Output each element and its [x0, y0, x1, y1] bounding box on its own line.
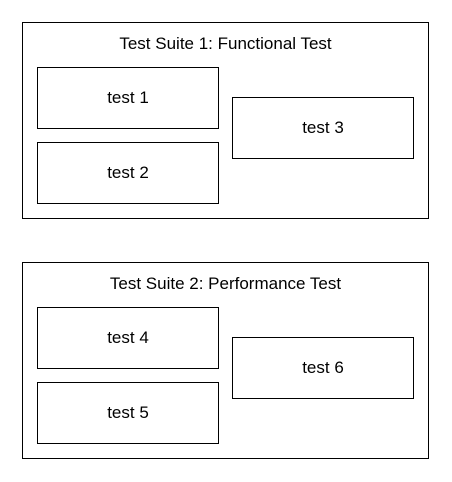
suite-title: Test Suite 1: Functional Test	[119, 34, 332, 53]
test-box-4: test 4	[37, 307, 219, 369]
test-box-2: test 2	[37, 142, 219, 204]
test-box-3: test 3	[232, 97, 414, 159]
test-box-5: test 5	[37, 382, 219, 444]
suite-title: Test Suite 2: Performance Test	[109, 274, 342, 293]
test-box-6: test 6	[232, 337, 414, 399]
test-box-1: test 1	[37, 67, 219, 129]
